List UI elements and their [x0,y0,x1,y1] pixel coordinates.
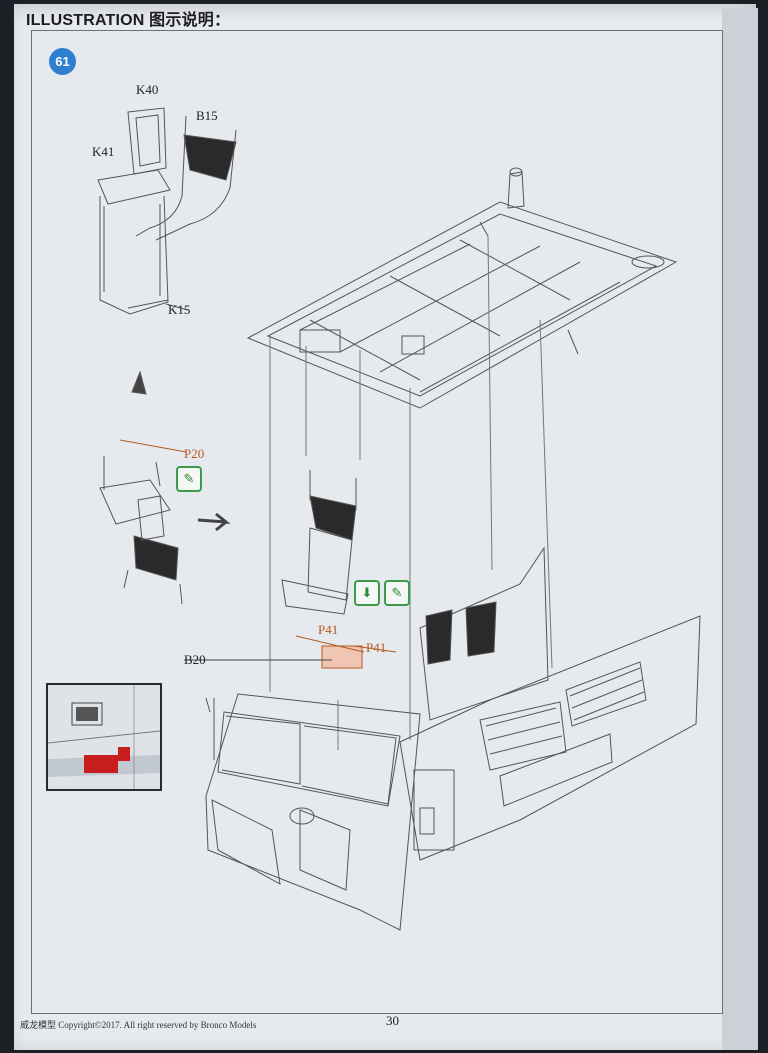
glue-tube-icon: ✎ [176,466,202,492]
part-label-p41-a: P41 [318,622,339,637]
page-number: 30 [386,1013,399,1028]
page-header: ILLUSTRATION 图示说明： [26,12,231,29]
part-label-k40: K40 [136,82,159,97]
step-number-badge: 61 [49,48,76,75]
instruction-page [14,4,756,1050]
copyright-text: 威龙模型 Copyright©2017. All right reserved … [20,1020,257,1030]
part-label-p20: P20 [184,446,205,461]
roof-panel [246,167,678,409]
vehicle-hull [205,546,701,931]
part-label-k15: K15 [168,302,191,317]
page-edge [722,8,758,1050]
part-label-k41: K41 [92,144,115,159]
seat-left-mid [99,456,183,605]
install-down-icon: ⬇ [354,580,380,606]
seat-subassembly-top [97,107,237,315]
part-label-b20: B20 [184,652,206,667]
detail-inset [46,683,162,791]
seat-center [281,470,357,615]
inset-drawing [48,685,160,789]
glue-secondary-icon: ✎ [384,580,410,606]
part-label-p41-b: P41 [366,640,387,655]
part-label-b15: B15 [196,108,218,123]
content-frame [31,30,723,1014]
